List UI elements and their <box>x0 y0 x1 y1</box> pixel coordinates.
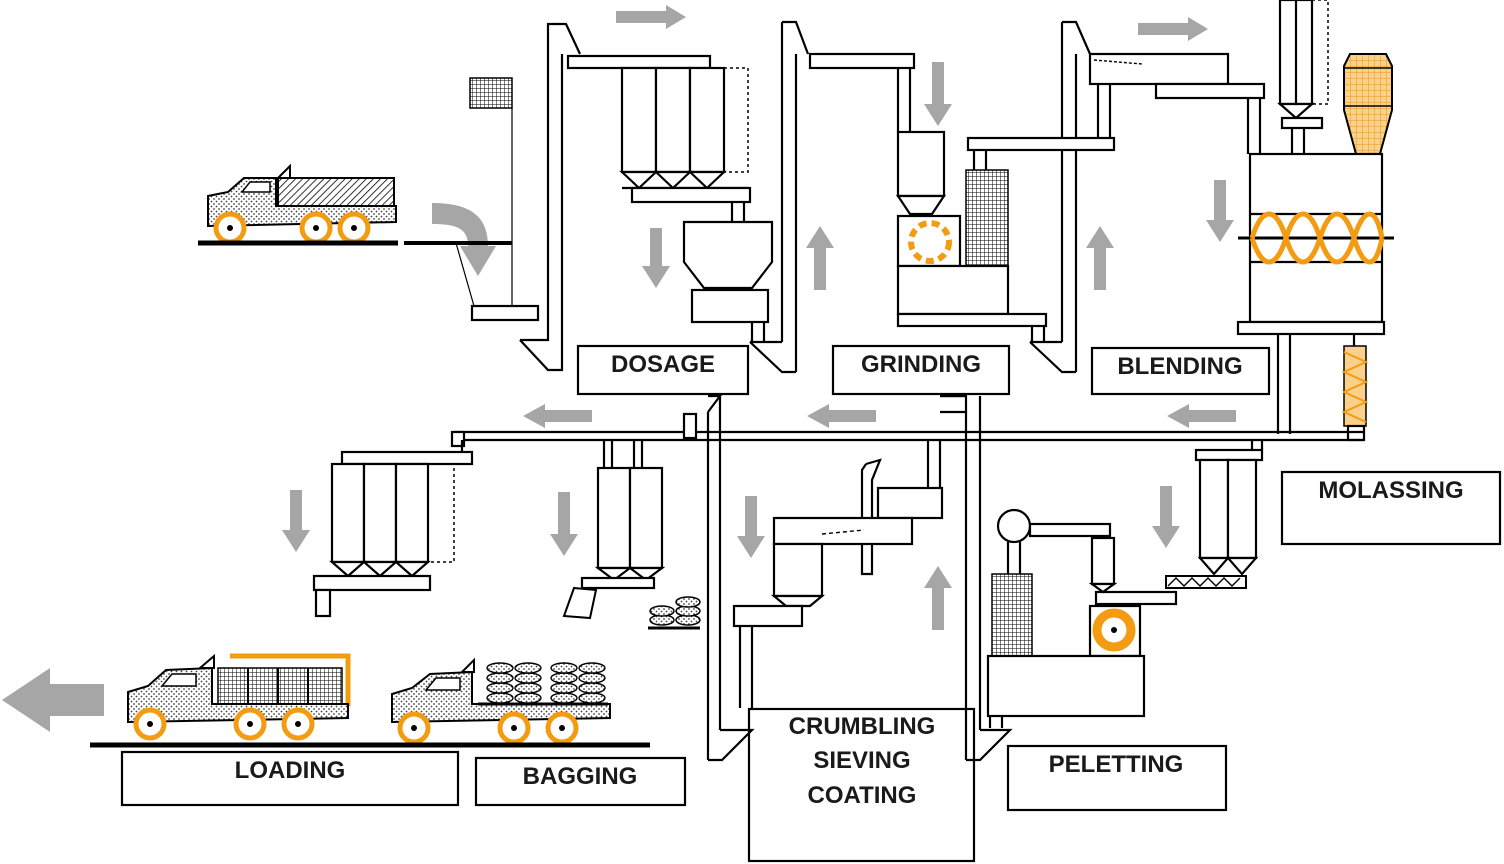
arrow-down-icon <box>550 492 578 556</box>
arrow-down-icon <box>642 228 670 288</box>
loading-label: LOADING <box>235 757 346 784</box>
crumbling-sieving-coating-stage: CRUMBLING SIEVING COATING <box>747 707 976 863</box>
hammer-rotor-icon <box>908 220 952 264</box>
arrow-up-icon <box>924 566 952 630</box>
molassing-stage: MOLASSING <box>1280 470 1502 546</box>
elevator-blending <box>1029 20 1092 374</box>
pellet-cooler-filter <box>991 573 1033 659</box>
arrow-exit-icon <box>2 668 104 732</box>
grinding-stage: GRINDING <box>831 344 1011 396</box>
arrow-left-icon <box>807 404 876 428</box>
bag-spout <box>562 586 598 620</box>
elevator-grinding <box>749 20 810 374</box>
peletting-stage: PELETTING <box>1006 744 1228 812</box>
arrow-down-icon <box>1152 486 1180 548</box>
sieving-label: SIEVING <box>813 747 910 774</box>
arrow-down-icon <box>924 62 952 126</box>
flow-arrows <box>2 5 1236 732</box>
blending-stage: BLENDING <box>1090 346 1271 396</box>
bulk-loading-truck <box>127 653 351 741</box>
bagging-label: BAGGING <box>523 763 638 790</box>
dosage-stage: DOSAGE <box>576 344 750 396</box>
arrow-left-icon <box>1167 404 1236 428</box>
arrow-turn-down-icon <box>432 203 496 276</box>
bagging-unit <box>562 440 701 630</box>
pellet-die-icon <box>1092 608 1136 652</box>
grinding-hammer-mill <box>808 52 1116 342</box>
arrow-down-icon <box>737 496 765 558</box>
arrow-down-icon <box>1206 180 1234 242</box>
elevator-dosage <box>519 22 581 372</box>
bagging-stage: BAGGING <box>474 756 687 807</box>
intake-pit <box>404 77 540 322</box>
arrow-up-icon <box>1086 226 1114 290</box>
arrow-left-icon <box>523 404 592 428</box>
dosage-bins <box>566 54 752 222</box>
blending-label: BLENDING <box>1117 353 1242 380</box>
crumbling-label: CRUMBLING <box>789 713 936 740</box>
loading-bins <box>312 440 474 618</box>
elevator-crumbling <box>706 394 755 762</box>
grinding-filter <box>965 169 1009 267</box>
arrow-right-icon <box>616 5 686 29</box>
arrow-right-icon <box>1138 17 1208 41</box>
molasses-tank <box>1343 53 1393 155</box>
intake-truck <box>198 163 398 246</box>
main-conveyor <box>450 412 1364 448</box>
crumbling-equipment <box>732 440 944 708</box>
dosage-weigher <box>682 220 774 342</box>
loading-stage: LOADING <box>120 750 460 807</box>
pelleting-press <box>986 440 1264 728</box>
bag-loading-truck <box>391 657 611 745</box>
grinding-label: GRINDING <box>861 351 981 378</box>
arrow-down-icon <box>282 490 310 552</box>
coating-label: COATING <box>808 782 917 809</box>
elevator-peletting <box>940 394 1013 762</box>
intake-screen <box>469 77 513 109</box>
blending-mixer <box>1088 0 1394 442</box>
peletting-label: PELETTING <box>1049 751 1184 778</box>
bag-stack-icon <box>648 596 701 630</box>
arrow-up-icon <box>806 226 834 290</box>
molassing-label: MOLASSING <box>1318 477 1463 504</box>
dosage-label: DOSAGE <box>611 351 715 378</box>
bag-stack-icon <box>486 662 606 704</box>
